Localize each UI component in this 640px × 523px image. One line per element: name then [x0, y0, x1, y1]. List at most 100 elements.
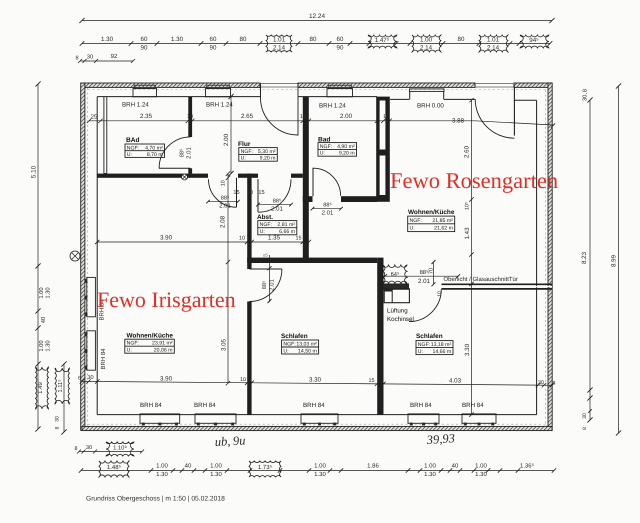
svg-text:1.00: 1.00: [38, 340, 45, 351]
svg-text:15: 15: [258, 190, 264, 196]
svg-text:1.00: 1.00: [38, 287, 45, 298]
svg-text:2.01: 2.01: [219, 203, 231, 210]
svg-text:2.01: 2.01: [271, 206, 283, 213]
svg-text:8.23: 8.23: [581, 251, 588, 264]
svg-text:15: 15: [300, 114, 306, 120]
svg-text:30: 30: [55, 416, 61, 422]
svg-text:1.36⁵: 1.36⁵: [520, 463, 535, 470]
svg-text:60: 60: [210, 36, 217, 43]
svg-text:13,03 m²: 13,03 m²: [296, 341, 317, 347]
svg-text:12.24: 12.24: [309, 13, 325, 20]
svg-text:2.14: 2.14: [273, 45, 286, 52]
svg-text:2,81 m²: 2,81 m²: [277, 222, 295, 228]
svg-text:23,91 m²: 23,91 m²: [152, 341, 173, 347]
svg-text:1.43: 1.43: [464, 227, 471, 240]
svg-text:NGF:: NGF:: [127, 145, 139, 151]
svg-text:1.30: 1.30: [156, 471, 168, 478]
svg-text:1.00: 1.00: [210, 463, 222, 470]
svg-text:1.30: 1.30: [314, 471, 326, 478]
svg-text:NGF:: NGF:: [410, 218, 422, 224]
svg-text:5,30 m²: 5,30 m²: [258, 149, 276, 155]
svg-text:30: 30: [87, 54, 93, 61]
svg-text:10: 10: [247, 190, 253, 196]
svg-text:Flur: Flur: [238, 141, 251, 148]
svg-text:5.10: 5.10: [31, 165, 38, 178]
svg-text:9,20 m: 9,20 m: [260, 156, 276, 162]
svg-text:8,70 m: 8,70 m: [147, 152, 163, 158]
svg-text:6,66 m: 6,66 m: [279, 229, 295, 235]
svg-text:Lüftung: Lüftung: [387, 307, 408, 314]
svg-text:NGF:: NGF:: [241, 149, 253, 155]
svg-text:2.01: 2.01: [269, 279, 276, 291]
svg-text:Bad: Bad: [318, 136, 330, 143]
svg-text:1.47⁵: 1.47⁵: [375, 37, 390, 44]
svg-text:80: 80: [458, 36, 465, 43]
svg-text:8.99: 8.99: [611, 254, 618, 267]
svg-text:3.30: 3.30: [464, 343, 471, 356]
svg-text:NGF:: NGF:: [283, 341, 295, 347]
svg-text:10: 10: [239, 236, 245, 242]
svg-text:2.00: 2.00: [340, 113, 353, 120]
svg-text:2.65: 2.65: [241, 113, 254, 120]
svg-text:4,90 m²: 4,90 m²: [337, 144, 355, 150]
svg-text:Kochinsel: Kochinsel: [387, 316, 414, 323]
svg-text:15: 15: [296, 236, 302, 242]
svg-text:Grundriss Obergeschoss | m 1:5: Grundriss Obergeschoss | m 1:50 | 05.02.…: [86, 496, 225, 503]
svg-text:10: 10: [383, 114, 389, 120]
svg-text:1.00: 1.00: [424, 463, 436, 470]
svg-text:Wohnen/Küche: Wohnen/Küche: [408, 209, 455, 216]
svg-text:1.01: 1.01: [487, 37, 500, 44]
svg-text:1.30: 1.30: [101, 36, 114, 43]
svg-text:8: 8: [75, 56, 78, 62]
svg-text:1.00: 1.00: [475, 463, 487, 470]
svg-text:1.30: 1.30: [171, 36, 184, 43]
svg-text:1.00: 1.00: [314, 463, 326, 470]
svg-text:40: 40: [40, 317, 47, 323]
svg-text:BRH 0.00: BRH 0.00: [417, 103, 444, 110]
svg-text:60: 60: [141, 36, 148, 43]
svg-text:92: 92: [111, 53, 118, 60]
svg-text:U:: U:: [410, 226, 415, 232]
svg-text:10⁵: 10⁵: [465, 202, 471, 210]
svg-text:94⁵: 94⁵: [529, 37, 539, 44]
svg-text:1.30: 1.30: [210, 471, 222, 478]
svg-text:1.00: 1.00: [420, 37, 433, 44]
svg-text:Oberlicht / GlasauschnittTür: Oberlicht / GlasauschnittTür: [444, 276, 518, 283]
svg-text:30: 30: [87, 375, 93, 381]
svg-text:80: 80: [240, 36, 247, 43]
svg-text:U:: U:: [241, 156, 246, 162]
svg-text:30: 30: [538, 380, 544, 386]
svg-text:90: 90: [141, 45, 148, 52]
svg-text:Fewo Rosengarten: Fewo Rosengarten: [390, 168, 558, 193]
svg-text:90: 90: [210, 45, 217, 52]
svg-text:BRH 84: BRH 84: [140, 402, 162, 409]
svg-text:88⁵: 88⁵: [273, 199, 282, 205]
svg-text:13,18 m²: 13,18 m²: [431, 342, 452, 348]
svg-text:1.86: 1.86: [367, 463, 379, 470]
svg-text:3.05: 3.05: [221, 338, 228, 351]
svg-text:21,62 m: 21,62 m: [434, 226, 453, 232]
svg-text:BRH 84: BRH 84: [303, 402, 325, 409]
svg-text:21,85 m²: 21,85 m²: [432, 218, 453, 224]
svg-text:70: 70: [429, 268, 435, 274]
svg-text:8: 8: [55, 426, 61, 429]
svg-text:10: 10: [240, 377, 246, 383]
svg-text:1.30: 1.30: [45, 287, 52, 298]
svg-text:9,20 m: 9,20 m: [339, 151, 355, 157]
svg-text:2.00: 2.00: [223, 133, 230, 146]
svg-text:1.10⁹: 1.10⁹: [113, 445, 127, 452]
svg-text:3.30: 3.30: [309, 376, 322, 383]
svg-text:10: 10: [221, 180, 227, 186]
svg-text:U:: U:: [127, 152, 132, 158]
svg-text:30: 30: [86, 445, 92, 451]
svg-text:1.00: 1.00: [156, 463, 168, 470]
svg-text:2.14: 2.14: [487, 45, 500, 52]
svg-text:60: 60: [337, 36, 344, 43]
svg-text:88⁵: 88⁵: [221, 196, 230, 202]
svg-text:90: 90: [337, 45, 344, 52]
svg-text:15: 15: [233, 190, 239, 196]
svg-text:NGF:: NGF:: [418, 342, 430, 348]
svg-text:30: 30: [582, 413, 588, 419]
svg-text:10: 10: [437, 291, 443, 297]
svg-text:25: 25: [91, 114, 98, 121]
